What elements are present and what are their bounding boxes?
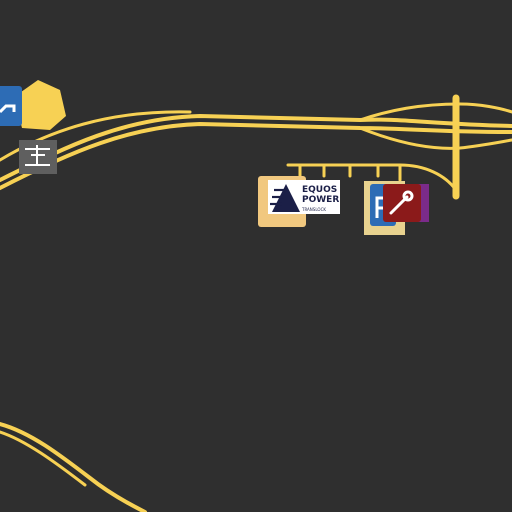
- equos-power-text-1: EQUOS: [302, 185, 337, 195]
- equos-power-marker[interactable]: EQUOS POWER TRANSLOCK: [258, 176, 340, 227]
- equos-power-tagline: TRANSLOCK: [301, 207, 326, 212]
- parking-marker-1[interactable]: [0, 86, 22, 126]
- highway-bottom: [0, 422, 147, 512]
- wrench-icon: [389, 190, 414, 215]
- area-yellow-top-left: [14, 80, 66, 130]
- toll-gate-icon: [25, 145, 50, 166]
- toll-gate-marker[interactable]: [19, 140, 57, 174]
- service-road: [286, 163, 458, 192]
- equos-power-logo: EQUOS POWER TRANSLOCK: [270, 184, 339, 212]
- equos-power-text-2: POWER: [302, 195, 339, 205]
- service-marker[interactable]: [383, 184, 429, 222]
- parking-icon: [0, 104, 16, 114]
